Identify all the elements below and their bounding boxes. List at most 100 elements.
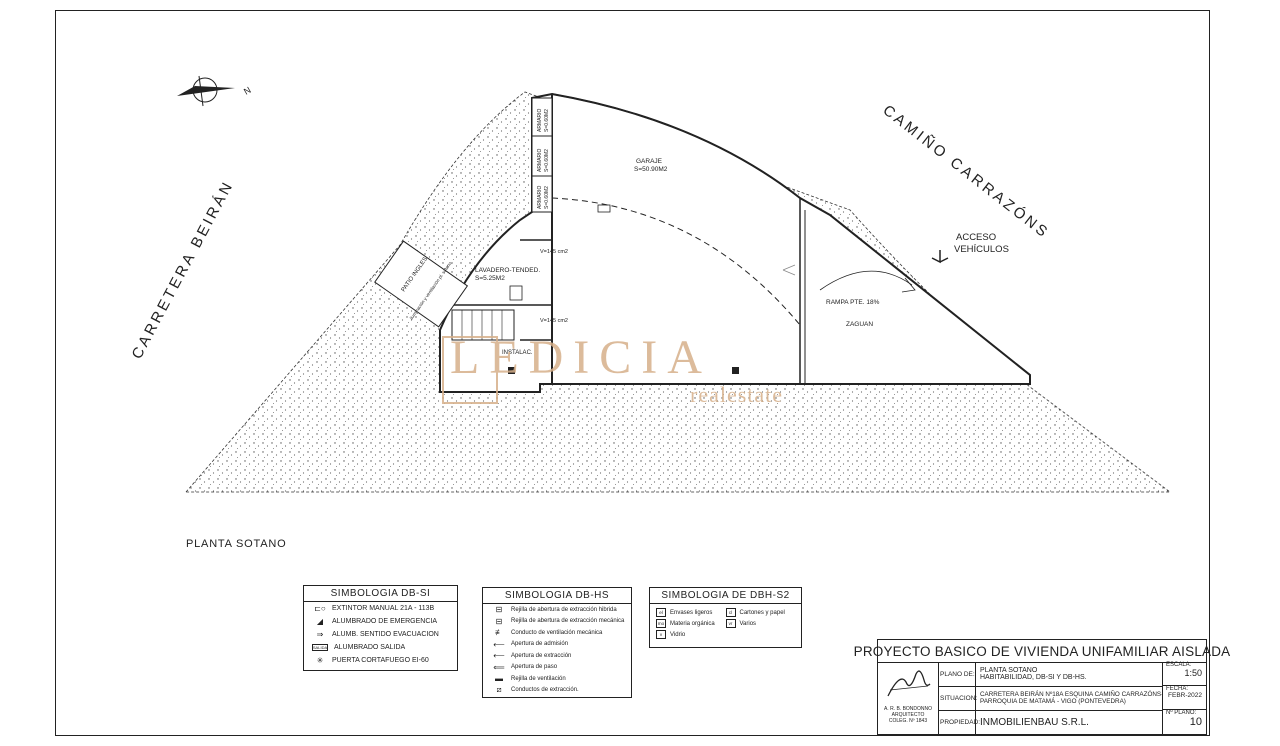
legend-si-symbol-icon: ⇒ bbox=[316, 630, 324, 639]
propiedad-row: PROPIEDAD: INMOBILIENBAU S.R.L. bbox=[938, 710, 1162, 735]
watermark-sub: realestate bbox=[690, 382, 784, 407]
escala-cell: ESCALA: 1:50 bbox=[1162, 662, 1206, 686]
situacion-line-2: PARROQUIA DE MATAMÁ - VIGO (PONTEVEDRA) bbox=[980, 698, 1126, 705]
legend-hs-label: Apertura de paso bbox=[511, 664, 558, 671]
legend-dbh-label: Cartones y papel bbox=[739, 609, 785, 616]
plano-num-cell: Nº PLANO: 10 bbox=[1162, 710, 1206, 735]
legend-db-si-title: SIMBOLOGIA DB-SI bbox=[304, 586, 457, 602]
watermark: LEDICIA realestate bbox=[440, 330, 782, 407]
watermark-brand: LEDICIA bbox=[450, 331, 712, 384]
waste-container-icon: el bbox=[656, 608, 666, 617]
legend-hs-item: ▬ Rejilla de ventilación bbox=[483, 673, 631, 685]
legend-si-item: ⇒ ALUMB. SENTIDO EVACUACION bbox=[304, 628, 457, 641]
legend-hs-item: ⟵Apertura de admisión bbox=[483, 639, 631, 651]
legend-dbh-label: Envases ligeros bbox=[670, 609, 713, 616]
legend-dbh-label: Vidrio bbox=[670, 631, 686, 638]
legend-hs-label: Rejilla de ventilación bbox=[511, 675, 566, 682]
legend-hs-symbol-icon: ⟵ bbox=[493, 651, 505, 661]
legend-si-label: ALUMBRADO DE EMERGENCIA bbox=[332, 618, 438, 625]
legend-dbh-label: Varios bbox=[739, 620, 757, 627]
plano-row: PLANO DE: PLANTA SOTANO HABITABILIDAD, D… bbox=[938, 662, 1162, 687]
zaguan-label: ZAGUAN bbox=[846, 321, 873, 328]
legend-hs-item: ⊟ Rejilla de abertura de extracción mecán… bbox=[483, 616, 631, 628]
fecha-label: FECHA: bbox=[1166, 686, 1189, 692]
legend-db-si: SIMBOLOGIA DB-SI ⊏○ EXTINTOR MANUAL 21A -… bbox=[303, 585, 458, 671]
armario3-label: ARMARIO bbox=[537, 186, 543, 209]
legend-si-item: ✳ PUERTA CORTAFUEGO EI-60 bbox=[304, 654, 457, 667]
armario-3 bbox=[531, 175, 553, 213]
legend-db-hs: SIMBOLOGIA DB-HS ⊟Rejilla de abertura de… bbox=[482, 587, 632, 698]
armario1-label: ARMARIO bbox=[537, 109, 543, 132]
legend-hs-symbol-icon: ⧄ bbox=[496, 685, 502, 695]
ramp-diagonal bbox=[829, 214, 1031, 376]
legend-hs-symbol-icon: ⊟ bbox=[495, 605, 503, 615]
legend-si-item: ⊏○ EXTINTOR MANUAL 21A - 113B bbox=[304, 602, 457, 615]
plano-num-value: 10 bbox=[1189, 716, 1202, 728]
legend-si-label: EXTINTOR MANUAL 21A - 113B bbox=[332, 605, 435, 612]
plano-label: PLANO DE: bbox=[938, 662, 976, 686]
road-east-label: CAMIÑO CARRAZÓNS bbox=[880, 102, 1053, 242]
armario3-area: S=0.60M2 bbox=[544, 186, 550, 209]
plano-line-1: PLANTA SOTANO bbox=[980, 667, 1038, 674]
propiedad-value: INMOBILIENBAU S.R.L. bbox=[980, 717, 1089, 728]
legend-hs-label: Apertura de extracción bbox=[511, 652, 572, 659]
legend-hs-item: ⊟Rejilla de abertura de extracción hibri… bbox=[483, 604, 631, 616]
legend-hs-symbol-icon: ≢ bbox=[495, 628, 503, 638]
architect-stamp: A. R. B. BONDONNO ARQUITECTO COLEG. Nº 1… bbox=[878, 662, 939, 735]
legend-hs-symbol-icon: ⟵ bbox=[493, 639, 505, 649]
legend-dbh-item: el Envases ligeros bbox=[656, 608, 726, 617]
access-label-2: VEHÍCULOS bbox=[954, 244, 1009, 255]
legend-hs-label: Conducto de ventilación mecánica bbox=[511, 629, 603, 636]
garaje-label: GARAJE bbox=[636, 158, 663, 165]
signature-icon bbox=[887, 670, 931, 697]
vent2-label: V=145 cm2 bbox=[540, 318, 568, 324]
fecha-value: FEBR-2022 bbox=[1168, 692, 1202, 699]
legend-hs-item: ≢ Conducto de ventilación mecánica bbox=[483, 627, 631, 639]
waste-container-icon: mo bbox=[656, 619, 666, 628]
architect-role: ARQUITECTO bbox=[891, 712, 925, 718]
vent1-label: V=145 cm2 bbox=[540, 249, 568, 255]
legend-hs-symbol-icon: ⊟ bbox=[495, 616, 503, 626]
legend-dbh-item: v Vidrio bbox=[656, 630, 726, 639]
legend-si-symbol-icon: SALIDA bbox=[312, 644, 328, 651]
rampa-label: RAMPA PTE. 18% bbox=[826, 299, 880, 306]
watermark-frame bbox=[442, 336, 498, 404]
road-west-label: CARRETERA BEIRÁN bbox=[129, 178, 238, 362]
stairs bbox=[451, 309, 515, 341]
armario2-label: ARMARIO bbox=[537, 149, 543, 172]
legend-si-symbol-icon: ◢ bbox=[316, 617, 324, 626]
legend-db-hs-title: SIMBOLOGIA DB-HS bbox=[483, 588, 631, 604]
legend-hs-label: Conductos de extracción. bbox=[511, 687, 579, 694]
legend-si-label: PUERTA CORTAFUEGO EI-60 bbox=[332, 657, 429, 664]
legend-hs-item: ⧄ Conductos de extracción. bbox=[483, 685, 631, 697]
legend-hs-item: ⟵ Apertura de extracción bbox=[483, 650, 631, 662]
escala-value: 1:50 bbox=[1184, 668, 1202, 678]
fecha-cell: FECHA: FEBR-2022 bbox=[1162, 686, 1206, 710]
architect-name: A. R. B. BONDONNO bbox=[883, 706, 933, 712]
situacion-line-1: CARRETERA BEIRÁN Nº18A ESQUINA CAMIÑO CA… bbox=[980, 691, 1164, 698]
propiedad-label: PROPIEDAD: bbox=[938, 710, 980, 735]
instalac-label: INSTALAC. bbox=[502, 350, 533, 356]
legend-si-symbol-icon: ✳ bbox=[316, 656, 324, 665]
legend-hs-label: Rejilla de abertura de extracción mecáni… bbox=[511, 618, 625, 625]
access-label-1: ACCESO bbox=[956, 232, 996, 243]
arc-wall bbox=[551, 93, 801, 199]
waste-container-icon: v bbox=[656, 630, 666, 639]
north-arrow-icon bbox=[177, 75, 235, 107]
legend-si-symbol-icon: ⊏○ bbox=[314, 604, 326, 613]
armario1-area: S=0.60M2 bbox=[544, 109, 550, 132]
patio-ingles bbox=[374, 240, 469, 328]
waste-container-icon: cl bbox=[725, 608, 736, 617]
legend-hs-symbol-icon: ▬ bbox=[495, 674, 503, 684]
legend-dbh-s2-title: SIMBOLOGIA DE DBH-S2 bbox=[650, 588, 801, 604]
garaje-area: S=50.90M2 bbox=[634, 166, 668, 173]
escala-label: ESCALA: bbox=[1166, 662, 1192, 668]
access-arrow bbox=[931, 250, 949, 264]
plano-num-label: Nº PLANO: bbox=[1166, 710, 1197, 716]
waste-container-icon: vr bbox=[725, 619, 736, 628]
legend-si-label: ALUMB. SENTIDO EVACUACION bbox=[332, 631, 439, 638]
